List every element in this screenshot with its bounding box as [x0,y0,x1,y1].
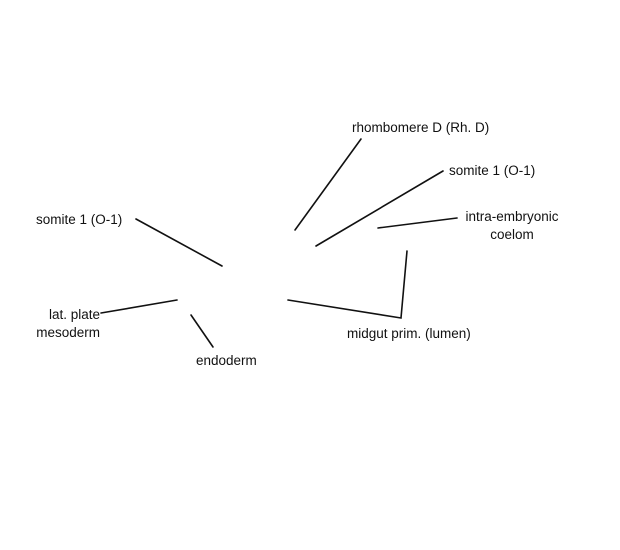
label-intra-embryonic-line1: intra-embryonic [465,209,559,224]
leader-endoderm [190,314,214,348]
label-somite-left: somite 1 (O-1) [36,212,123,227]
label-lat-plate-line2: mesoderm [36,325,100,340]
label-intra-embryonic-coelom: intra-embryonic coelom [457,208,567,244]
label-rhombomere: rhombomere D (Rh. D) [352,120,490,135]
leader-lat-plate [100,299,178,314]
leader-somite-left [135,218,223,267]
leader-intra-embryonic [377,217,458,229]
label-intra-embryonic-line2: coelom [490,227,534,242]
leader-somite-right [315,170,444,247]
label-midgut: midgut prim. (lumen) [347,326,471,341]
label-endoderm: endoderm [196,353,257,368]
leader-midgut [287,250,408,319]
leader-rhombomere [294,138,362,231]
label-lat-plate-mesoderm: lat. plate mesoderm [20,306,100,342]
label-lat-plate-line1: lat. plate [48,307,100,322]
label-somite-right: somite 1 (O-1) [449,163,536,178]
